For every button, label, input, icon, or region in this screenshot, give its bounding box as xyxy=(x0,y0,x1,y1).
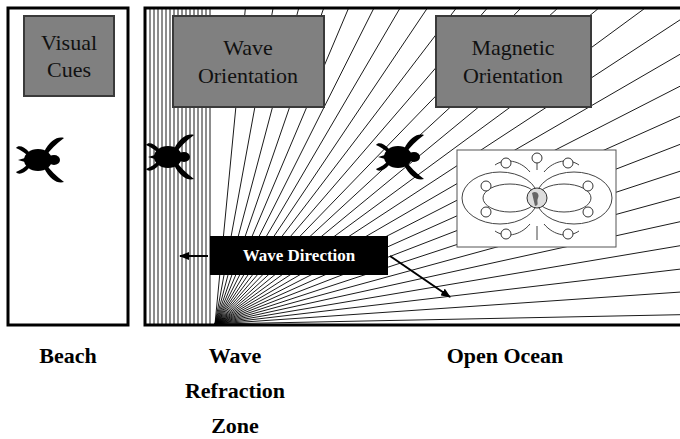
cue-box: Visual Cues xyxy=(23,15,115,97)
beach-panel xyxy=(8,8,128,325)
zone-label: Beach xyxy=(8,338,128,373)
wave-line xyxy=(158,9,159,324)
wave-line xyxy=(215,269,680,324)
zone-label: Wave Refraction Zone xyxy=(170,338,300,439)
wave-line xyxy=(215,116,680,324)
box-label: Wave Orientation xyxy=(180,34,317,89)
wave-line xyxy=(215,315,680,324)
wave-line xyxy=(215,144,680,324)
callout-box: Wave Direction xyxy=(210,236,388,275)
cue-box: Magnetic Orientation xyxy=(435,15,592,108)
zone-label: Open Ocean xyxy=(375,338,635,373)
ocean-panel xyxy=(145,8,680,325)
wave-lines xyxy=(150,9,680,324)
wave-line xyxy=(215,86,680,324)
turtle-icon xyxy=(16,138,64,183)
cue-box: Wave Orientation xyxy=(172,15,325,108)
wave-line xyxy=(215,292,680,324)
turtle-icon xyxy=(376,135,424,180)
magnetic-field-inset xyxy=(457,150,616,247)
wave-line xyxy=(215,246,680,324)
turtle-icon xyxy=(146,135,194,180)
box-label: Magnetic Orientation xyxy=(443,34,584,89)
wave-line xyxy=(150,9,151,324)
box-label: Visual Cues xyxy=(31,29,107,84)
box-label: Wave Direction xyxy=(243,246,356,266)
